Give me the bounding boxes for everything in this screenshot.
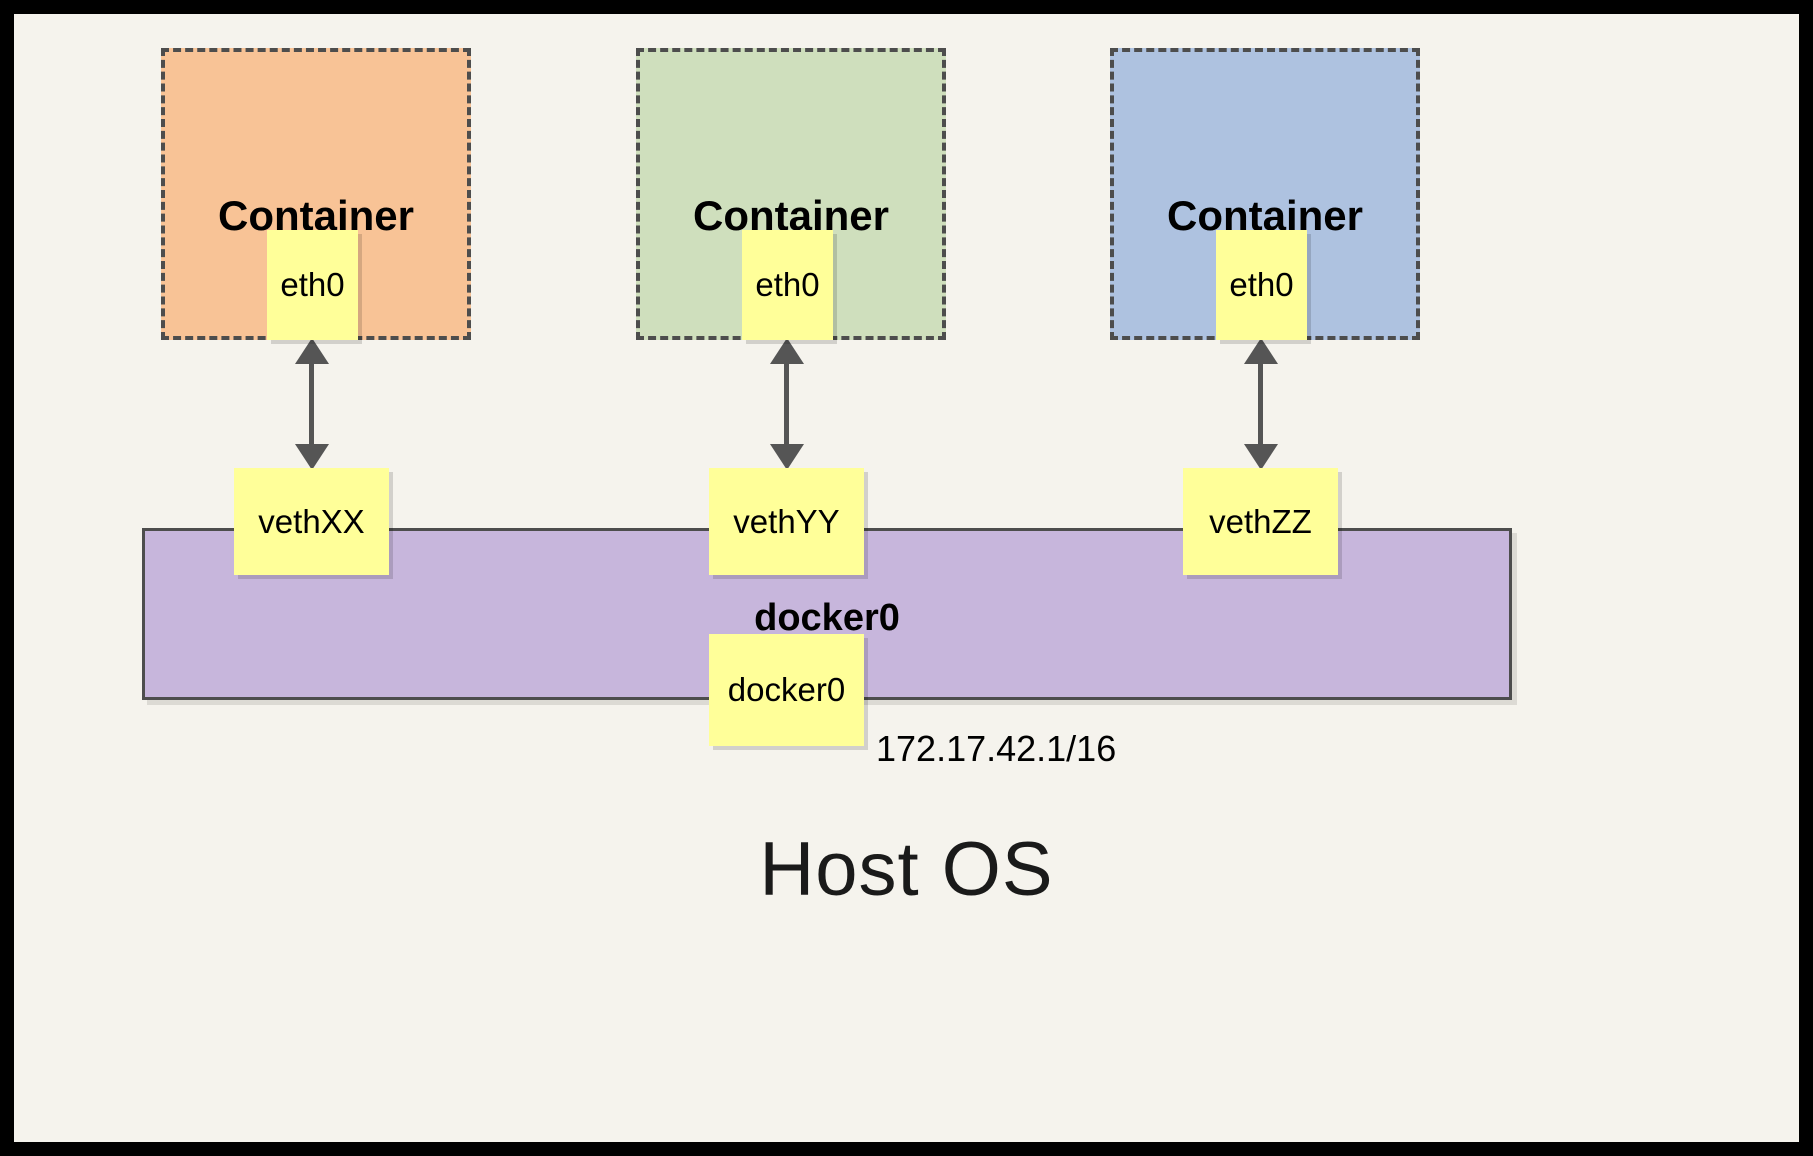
container-eth0-3: eth0 — [1216, 230, 1307, 340]
arrow-head-up-3 — [1244, 338, 1278, 364]
arrow-head-up-2 — [770, 338, 804, 364]
arrow-line-3 — [1258, 360, 1263, 448]
container-eth0-1: eth0 — [267, 230, 358, 340]
container-eth0-label-3: eth0 — [1229, 266, 1294, 303]
diagram-stage: Container eth0 Container eth0 Container … — [14, 14, 1799, 1142]
arrow-head-down-2 — [770, 444, 804, 470]
arrow-line-2 — [784, 360, 789, 448]
arrow-head-down-3 — [1244, 444, 1278, 470]
arrow-head-up-1 — [295, 338, 329, 364]
veth-label-1: vethXX — [258, 502, 365, 540]
host-os-label: Host OS — [759, 827, 1054, 912]
veth-box-3: vethZZ — [1183, 468, 1338, 575]
container-eth0-2: eth0 — [742, 230, 833, 340]
veth-label-2: vethYY — [733, 502, 840, 540]
veth-box-1: vethXX — [234, 468, 389, 575]
arrow-head-down-1 — [295, 444, 329, 470]
docker0-interface-label: docker0 — [727, 671, 846, 708]
docker0-bridge-label: docker0 — [754, 597, 900, 639]
docker0-ip-address: 172.17.42.1/16 — [876, 728, 1117, 769]
veth-box-2: vethYY — [709, 468, 864, 575]
container-eth0-label-1: eth0 — [280, 266, 345, 303]
docker0-interface-box: docker0 — [709, 634, 864, 746]
arrow-line-1 — [309, 360, 314, 448]
veth-label-3: vethZZ — [1209, 502, 1312, 540]
container-eth0-label-2: eth0 — [755, 266, 820, 303]
